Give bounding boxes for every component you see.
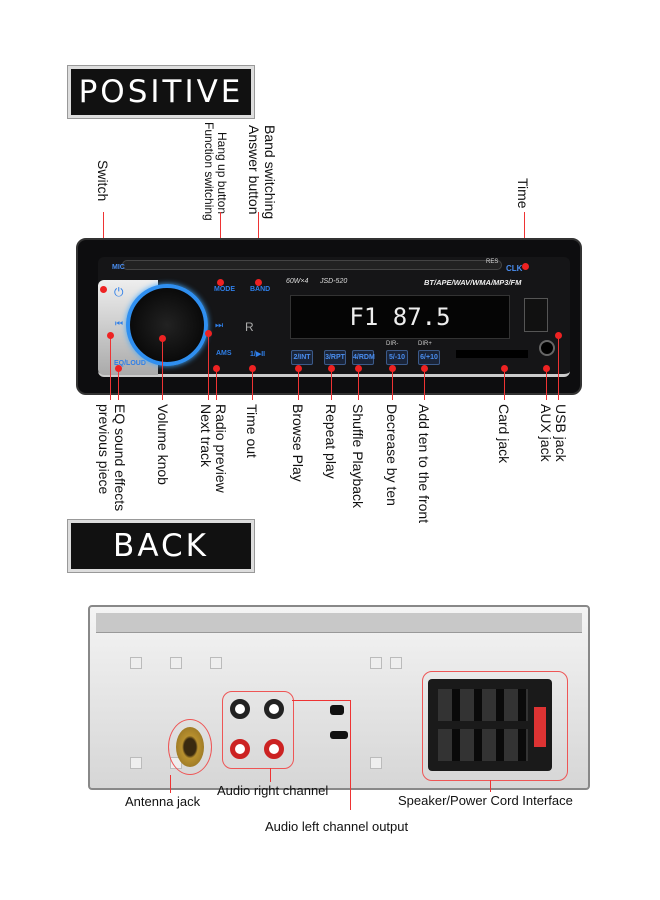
label-radio-preview: Radio preview xyxy=(213,404,229,493)
res-button[interactable]: RES xyxy=(486,259,499,265)
rca-red-bottom-left xyxy=(230,739,250,759)
lcd-display: F1 87.5 xyxy=(290,295,510,339)
label-add-ten: Add ten to the front xyxy=(416,404,432,524)
minus-ten-button[interactable]: 5/-10 xyxy=(386,350,408,365)
label-hang-up: Hang up button xyxy=(215,132,229,215)
iso-connector xyxy=(428,679,552,771)
rca-white-top-right xyxy=(264,699,284,719)
label-usb-jack: USB jack xyxy=(553,404,569,462)
back-title: BACK xyxy=(67,519,255,573)
rca-white-top-left xyxy=(230,699,250,719)
positive-title: POSITIVE xyxy=(67,65,255,119)
label-time: Time xyxy=(515,178,531,209)
dir-plus-label: DIR+ xyxy=(418,341,432,347)
label-function-switching: Function switching xyxy=(202,122,216,221)
label-antenna-jack: Antenna jack xyxy=(125,794,201,809)
label-aux-jack: AUX jack xyxy=(538,404,554,462)
label-speaker-power-interface: Speaker/Power Cord Interface xyxy=(398,793,573,808)
label-answer-button: Answer button xyxy=(246,125,262,215)
label-band-switching: Band switching xyxy=(262,125,278,220)
usb-port xyxy=(524,298,548,332)
label-browse-play: Browse Play xyxy=(290,404,306,482)
band-button[interactable]: BAND xyxy=(250,286,271,293)
play-pause-button[interactable]: 1/▶II xyxy=(250,351,266,358)
formats-label: BT/APE/WAV/WMA/MP3/FM xyxy=(424,278,522,287)
label-decrease-by-ten: Decrease by ten xyxy=(384,404,400,506)
int-button[interactable]: 2/INT xyxy=(291,350,313,365)
card-slot xyxy=(456,350,528,358)
rca-red-bottom-right xyxy=(264,739,284,759)
clk-button[interactable]: CLK xyxy=(506,264,523,273)
label-audio-left-channel: Audio left channel output xyxy=(265,819,409,834)
label-time-out: Time out xyxy=(244,404,260,458)
power-icon[interactable]: ⏻ xyxy=(114,285,124,299)
volume-knob[interactable] xyxy=(126,284,208,366)
label-switch: Switch xyxy=(95,160,111,202)
label-audio-right-channel: Audio right channel xyxy=(217,783,329,798)
plus-ten-button[interactable]: 6/+10 xyxy=(418,350,440,365)
previous-track-icon[interactable]: ⏮ xyxy=(115,318,124,328)
ams-button[interactable]: AMS xyxy=(216,350,232,357)
model-number: JSD-520 xyxy=(320,278,348,285)
ir-sensor-icon: R xyxy=(245,320,254,334)
label-repeat-play: Repeat play xyxy=(323,404,339,479)
mic-label: MIC xyxy=(112,264,125,271)
radio-front: MIC RES CLK ⏻ ⏮ EQ/LOUD ⏭ MODE BAND AMS … xyxy=(76,238,582,395)
label-next-track: Next track xyxy=(198,404,214,468)
label-card-jack: Card jack xyxy=(496,404,512,464)
power-rating: 60W×4 xyxy=(286,278,309,285)
eq-loud-button[interactable]: EQ/LOUD xyxy=(114,360,146,367)
label-previous-piece: previous piece xyxy=(96,404,112,495)
label-volume-knob: Volume knob xyxy=(155,404,171,485)
label-shuffle-playback: Shuffle Playback xyxy=(350,404,366,509)
rpt-button[interactable]: 3/RPT xyxy=(324,350,346,365)
next-track-icon[interactable]: ⏭ xyxy=(215,320,224,330)
rdm-button[interactable]: 4/RDM xyxy=(352,350,375,365)
mode-button[interactable]: MODE xyxy=(214,286,235,293)
display-text: F1 87.5 xyxy=(349,303,451,331)
label-eq-sound-effects: EQ sound effects xyxy=(112,404,128,512)
dir-minus-label: DIR- xyxy=(386,341,399,347)
aux-port xyxy=(539,340,555,356)
radio-back xyxy=(88,605,590,790)
